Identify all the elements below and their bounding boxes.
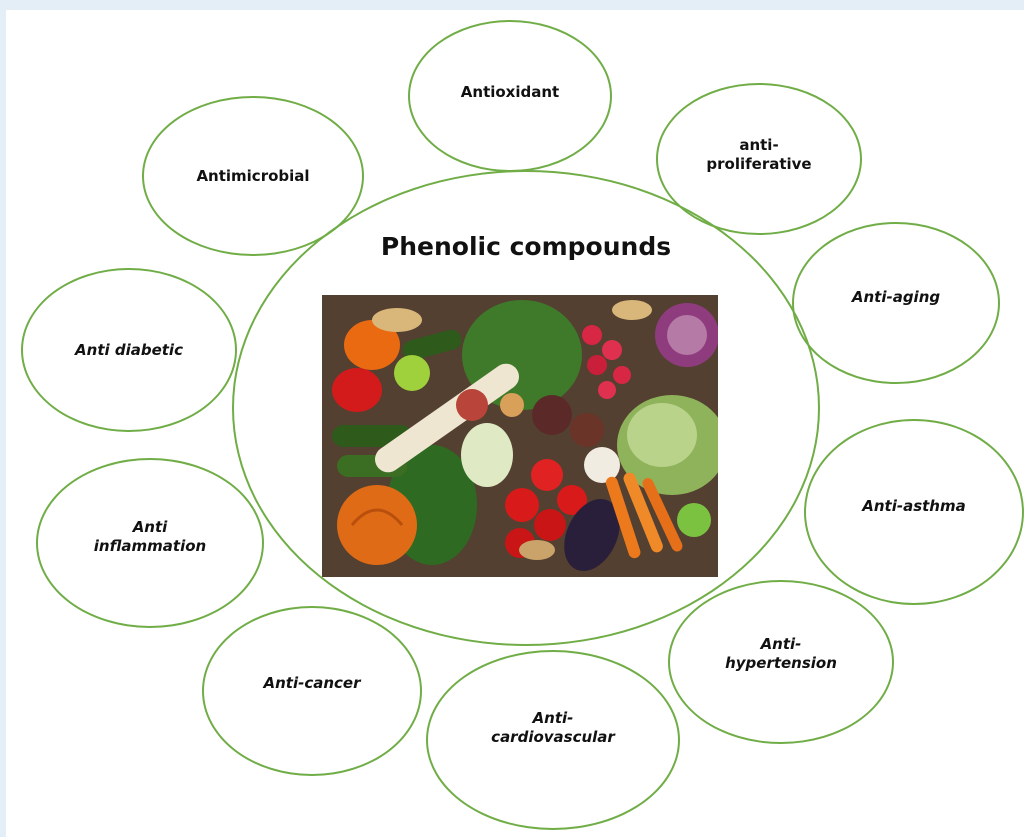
bubble-anti-cancer: Anti-cancer (202, 606, 422, 776)
bubble-antioxidant: Antioxidant (408, 20, 612, 172)
bubble-label: Antioxidant (461, 83, 559, 102)
bubble-anti-asthma: Anti-asthma (804, 419, 1024, 605)
bubble-label: Anti- cardiovascular (491, 709, 615, 747)
bubble-anti-diabetic: Anti diabetic (21, 268, 237, 432)
bubble-antimicrobial: Antimicrobial (142, 96, 364, 256)
bubble-label: Anti-asthma (862, 497, 965, 516)
bubble-label: anti- proliferative (706, 136, 811, 174)
bubble-label: Anti inflammation (94, 518, 206, 556)
bubble-anti-aging: Anti-aging (792, 222, 1000, 384)
bubble-label: Anti-aging (852, 288, 940, 307)
bubble-anti-cardiovascular: Anti- cardiovascular (426, 650, 680, 830)
vegetables-photo (322, 295, 718, 577)
bubble-label: Anti diabetic (75, 341, 183, 360)
bubble-anti-inflammation: Anti inflammation (36, 458, 264, 628)
diagram-canvas: Phenolic compounds (6, 10, 1024, 837)
bubble-anti-hypertension: Anti- hypertension (668, 580, 894, 744)
bubble-label: Anti-cancer (264, 674, 361, 693)
bubble-label: Antimicrobial (196, 167, 309, 186)
bubble-label: Anti- hypertension (725, 635, 837, 673)
bubble-antiproliferative: anti- proliferative (656, 83, 862, 235)
